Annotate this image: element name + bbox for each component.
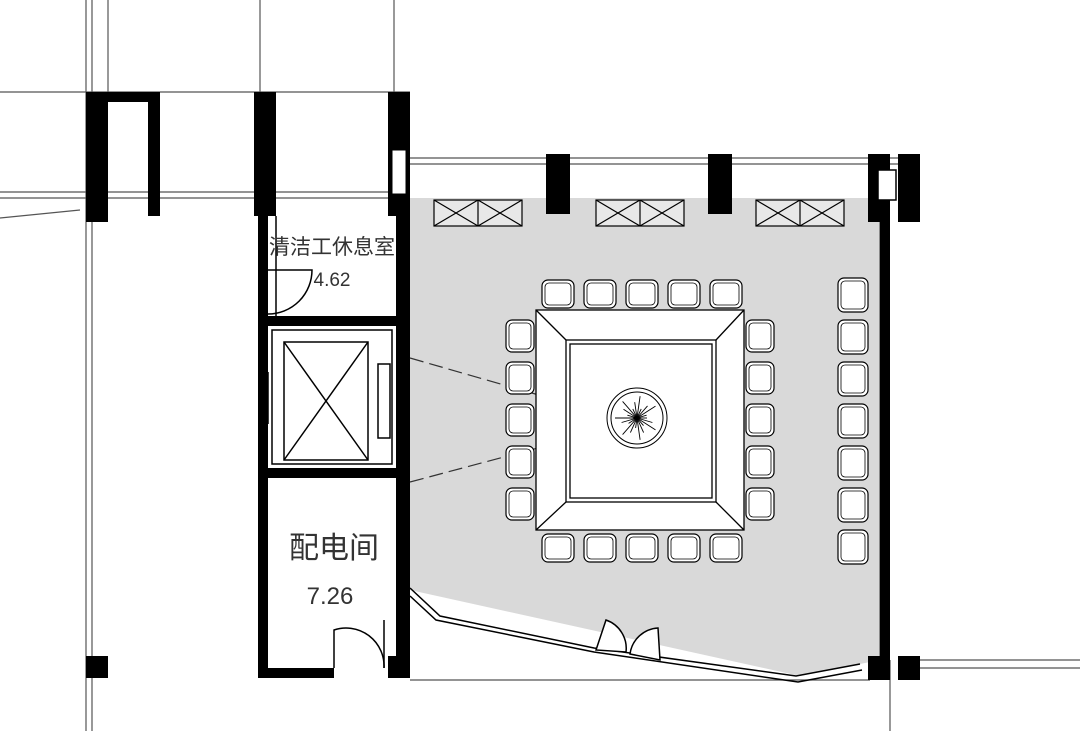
chair-icon	[745, 445, 775, 479]
chair-icon	[541, 533, 575, 563]
chair-icon	[505, 445, 535, 479]
chair-icon	[837, 403, 869, 439]
chair-icon	[583, 279, 617, 309]
chair-icon	[745, 403, 775, 437]
meeting-room-door	[594, 619, 661, 661]
cleaning-room-name: 清洁工休息室	[269, 236, 395, 259]
chair-icon	[583, 533, 617, 563]
chair-icon	[505, 487, 535, 521]
chair-icon	[505, 319, 535, 353]
chair-icon	[709, 279, 743, 309]
bottom-wall	[409, 587, 863, 683]
column-detail	[877, 169, 897, 201]
chair-icon	[745, 487, 775, 521]
chair-icon	[667, 533, 701, 563]
walls	[86, 92, 920, 680]
chair-icon	[837, 487, 869, 523]
door-swings	[267, 269, 385, 669]
elevator-shaft	[267, 329, 393, 465]
chair-icon	[667, 279, 701, 309]
chair-icon	[505, 403, 535, 437]
window-icon	[755, 199, 845, 227]
chair-icon	[837, 277, 869, 313]
chair-icon	[709, 533, 743, 563]
center-plant-icon	[606, 387, 668, 449]
electrical-room-area: 7.26	[307, 583, 354, 610]
cleaning-room-area: 4.62	[314, 270, 351, 291]
chair-icon	[541, 279, 575, 309]
chair-icon	[837, 529, 869, 565]
chair-icon	[625, 279, 659, 309]
chair-icon	[837, 319, 869, 355]
window-icon	[433, 199, 523, 227]
plant-detail	[615, 396, 656, 440]
chairs	[505, 277, 869, 565]
column-inset	[391, 149, 407, 195]
electrical-room-name: 配电间	[289, 532, 379, 565]
chair-icon	[745, 361, 775, 395]
window-icon	[595, 199, 685, 227]
chair-icon	[745, 319, 775, 353]
chair-icon	[837, 361, 869, 397]
chair-icon	[837, 445, 869, 481]
chair-icon	[625, 533, 659, 563]
top-windows	[433, 199, 845, 227]
chair-icon	[505, 361, 535, 395]
